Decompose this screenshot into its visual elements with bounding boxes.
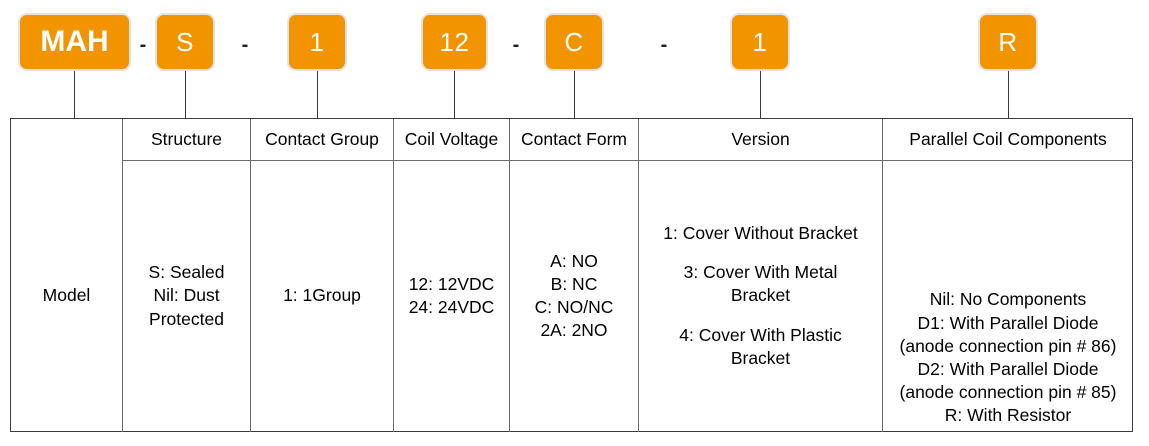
body-cell-model: Model <box>11 161 122 431</box>
code-box-structure-label: S <box>176 27 194 57</box>
body-line-parallel-coil-4: (anode connection pin # 85) <box>899 381 1117 402</box>
leader-line-version <box>760 71 761 118</box>
body-line-parallel-coil-5: R: With Resistor <box>944 404 1072 425</box>
leader-line-contact-form <box>574 71 575 118</box>
body-line-parallel-coil-3: D2: With Parallel Diode <box>917 358 1099 379</box>
header-label-contact-group: Contact Group <box>265 129 379 149</box>
column-divider-coil-voltage <box>509 119 510 432</box>
body-line-coil-voltage-1: 24: 24VDC <box>408 297 495 317</box>
header-cell-coil-voltage: Coil Voltage <box>394 119 509 160</box>
body-line-coil-voltage-0: 12: 12VDC <box>408 273 495 294</box>
code-box-model[interactable]: MAH <box>18 13 131 71</box>
code-box-version-label: 1 <box>752 27 768 57</box>
body-line-parallel-coil-2: (anode connection pin # 86) <box>899 335 1117 356</box>
header-cell-model <box>11 119 122 160</box>
header-label-parallel-coil: Parallel Coil Components <box>909 129 1107 149</box>
body-line-structure-0: S: Sealed <box>148 262 225 283</box>
body-line-parallel-coil-1: D1: With Parallel Diode <box>917 312 1099 333</box>
separator-dash-1: - <box>139 34 147 56</box>
header-label-structure: Structure <box>151 129 222 149</box>
header-label-coil-voltage: Coil Voltage <box>404 129 499 149</box>
column-divider-contact-group <box>393 119 394 432</box>
body-line-version-gap-2 <box>642 308 879 324</box>
body-line-version-2: 3: Cover With Metal Bracket <box>683 262 838 306</box>
code-box-coil-voltage-label: 12 <box>439 27 470 57</box>
body-line-contact-form-1: B: NC <box>550 273 598 294</box>
column-divider-version <box>882 119 883 432</box>
body-line-version-0: 1: Cover Without Bracket <box>663 223 858 244</box>
code-box-coil-voltage[interactable]: 12 <box>421 13 488 71</box>
body-line-version-4: 4: Cover With Plastic Bracket <box>679 324 842 368</box>
separator-dash-2: - <box>241 34 249 56</box>
body-line-contact-form-0: A: NO <box>550 250 598 271</box>
code-box-version[interactable]: 1 <box>730 13 790 71</box>
code-box-contact-group-label: 1 <box>309 27 325 57</box>
separator-dash-4: - <box>660 34 668 56</box>
header-cell-structure: Structure <box>123 119 250 160</box>
code-box-parallel-coil-label: R <box>998 27 1018 57</box>
body-line-structure-2: Protected <box>149 308 224 329</box>
leader-line-parallel-coil <box>1008 71 1009 118</box>
header-bottom-rule <box>122 160 1133 161</box>
leader-line-model <box>74 71 75 118</box>
column-divider-structure <box>250 119 251 432</box>
header-cell-parallel-coil: Parallel Coil Components <box>883 119 1133 160</box>
body-line-contact-form-3: 2A: 2NO <box>540 320 608 341</box>
header-label-contact-form: Contact Form <box>521 129 627 149</box>
code-box-model-label: MAH <box>40 25 109 58</box>
body-cell-coil-voltage: 12: 12VDC 24: 24VDC <box>394 161 509 431</box>
leader-line-coil-voltage <box>454 71 455 118</box>
body-cell-contact-form: A: NO B: NC C: NO/NC 2A: 2NO <box>510 161 638 431</box>
column-divider-contact-form <box>638 119 639 432</box>
code-box-parallel-coil[interactable]: R <box>978 13 1038 71</box>
header-cell-contact-form: Contact Form <box>510 119 638 160</box>
header-cell-contact-group: Contact Group <box>251 119 393 160</box>
header-cell-version: Version <box>639 119 882 160</box>
code-box-contact-form[interactable]: C <box>544 13 604 71</box>
header-label-version: Version <box>731 129 790 149</box>
body-line-contact-form-2: C: NO/NC <box>534 297 614 317</box>
body-line-contact-group-0: 1: 1Group <box>283 285 361 306</box>
body-line-version-gap-1 <box>642 245 879 261</box>
designation-table <box>10 118 1133 432</box>
body-cell-contact-group: 1: 1Group <box>251 161 393 431</box>
body-line-structure-1: Nil: Dust <box>153 285 220 306</box>
separator-dash-3: - <box>512 34 520 56</box>
code-box-contact-form-label: C <box>564 27 584 57</box>
code-box-contact-group[interactable]: 1 <box>287 13 347 71</box>
column-divider-model <box>122 119 123 432</box>
body-cell-version: 1: Cover Without Bracket 3: Cover With M… <box>639 161 882 431</box>
body-cell-parallel-coil: Nil: No Components D1: With Parallel Dio… <box>883 161 1133 431</box>
body-line-model-0: Model <box>42 285 91 306</box>
body-line-parallel-coil-0: Nil: No Components <box>929 289 1087 310</box>
code-box-structure[interactable]: S <box>155 13 215 71</box>
leader-line-structure <box>185 71 186 118</box>
leader-line-contact-group <box>317 71 318 118</box>
body-cell-structure: S: Sealed Nil: Dust Protected <box>123 161 250 431</box>
